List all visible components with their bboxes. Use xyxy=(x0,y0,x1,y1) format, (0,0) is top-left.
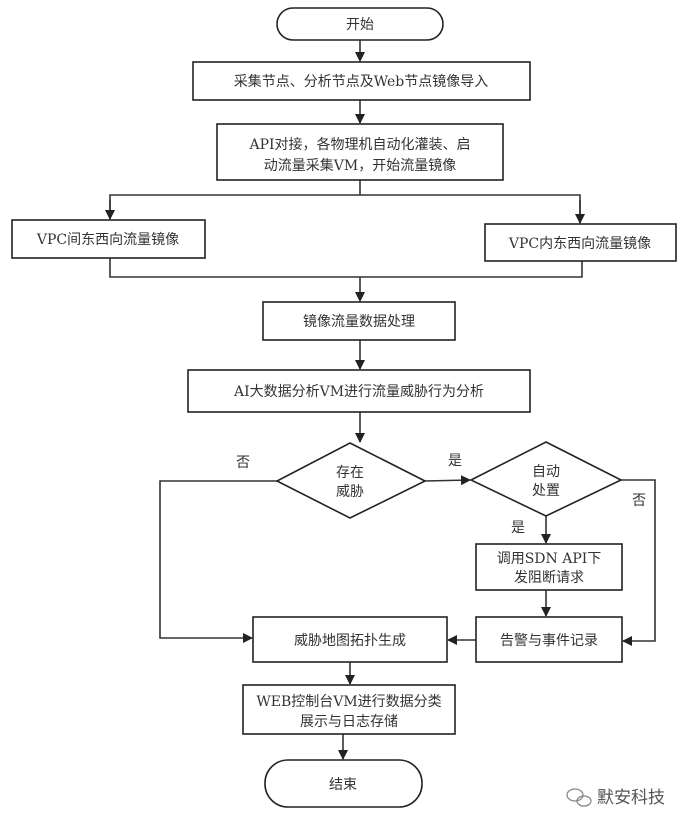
threat-map-node: 威胁地图拓扑生成 xyxy=(252,616,448,663)
arrow-threat-yes xyxy=(424,475,471,486)
auto-yes-label: 是 xyxy=(511,520,525,536)
vpc-between-label: VPC间东西向流量镜像 xyxy=(36,232,179,248)
start-node: 开始 xyxy=(276,7,444,41)
threat-no-label: 否 xyxy=(236,455,250,471)
api-label-line2: 动流量采集VM，开始流量镜像 xyxy=(264,157,456,174)
mirror-process-label: 镜像流量数据处理 xyxy=(303,314,415,330)
web-console-node: WEB控制台VM进行数据分类 展示与日志存储 xyxy=(242,684,456,735)
vpc-between-node: VPC间东西向流量镜像 xyxy=(11,219,206,259)
auto-no-label: 否 xyxy=(632,493,646,509)
import-label: 采集节点、分析节点及Web节点镜像导入 xyxy=(234,73,489,90)
threat-yes-label: 是 xyxy=(448,453,462,469)
threat-q-line1: 存在 xyxy=(336,465,364,481)
vpc-within-node: VPC内东西向流量镜像 xyxy=(484,223,677,262)
alert-label: 告警与事件记录 xyxy=(500,633,598,649)
watermark-text: 默安科技 xyxy=(597,788,665,808)
arrow-auto-no xyxy=(621,479,656,646)
arrow-threat-no xyxy=(159,480,277,643)
threat-q-line2: 威胁 xyxy=(336,484,364,500)
end-label: 结束 xyxy=(329,777,357,793)
watermark: 默安科技 xyxy=(566,788,665,808)
wechat-icon xyxy=(566,788,592,807)
web-label-line2: 展示与日志存储 xyxy=(300,714,398,730)
threat-map-label: 威胁地图拓扑生成 xyxy=(294,633,406,649)
merge-line xyxy=(109,258,583,278)
sdn-block-node: 调用SDN API下 发阻断请求 xyxy=(475,543,623,591)
split-line xyxy=(109,194,581,223)
start-label: 开始 xyxy=(346,17,374,33)
mirror-process-node: 镜像流量数据处理 xyxy=(262,301,456,341)
vpc-within-label: VPC内东西向流量镜像 xyxy=(508,236,651,252)
ai-analysis-label: AI大数据分析VM进行流量威胁行为分析 xyxy=(233,384,484,400)
web-label-line1: WEB控制台VM进行数据分类 xyxy=(256,694,441,710)
import-node: 采集节点、分析节点及Web节点镜像导入 xyxy=(192,61,531,101)
sdn-label-line2: 发阻断请求 xyxy=(514,570,584,586)
end-node: 结束 xyxy=(264,759,423,808)
auto-decision: 自动 处置 xyxy=(469,441,623,517)
auto-q-line2: 处置 xyxy=(532,483,560,499)
api-label-line1: API对接，各物理机自动化灌装、启 xyxy=(248,136,470,153)
connectors xyxy=(105,40,656,760)
sdn-label-line1: 调用SDN API下 xyxy=(497,551,602,567)
api-node: API对接，各物理机自动化灌装、启 动流量采集VM，开始流量镜像 xyxy=(216,123,504,181)
ai-analysis-node: AI大数据分析VM进行流量威胁行为分析 xyxy=(187,369,531,413)
threat-decision: 存在 威胁 xyxy=(275,442,427,519)
auto-q-line1: 自动 xyxy=(532,464,560,480)
alert-node: 告警与事件记录 xyxy=(475,616,623,663)
